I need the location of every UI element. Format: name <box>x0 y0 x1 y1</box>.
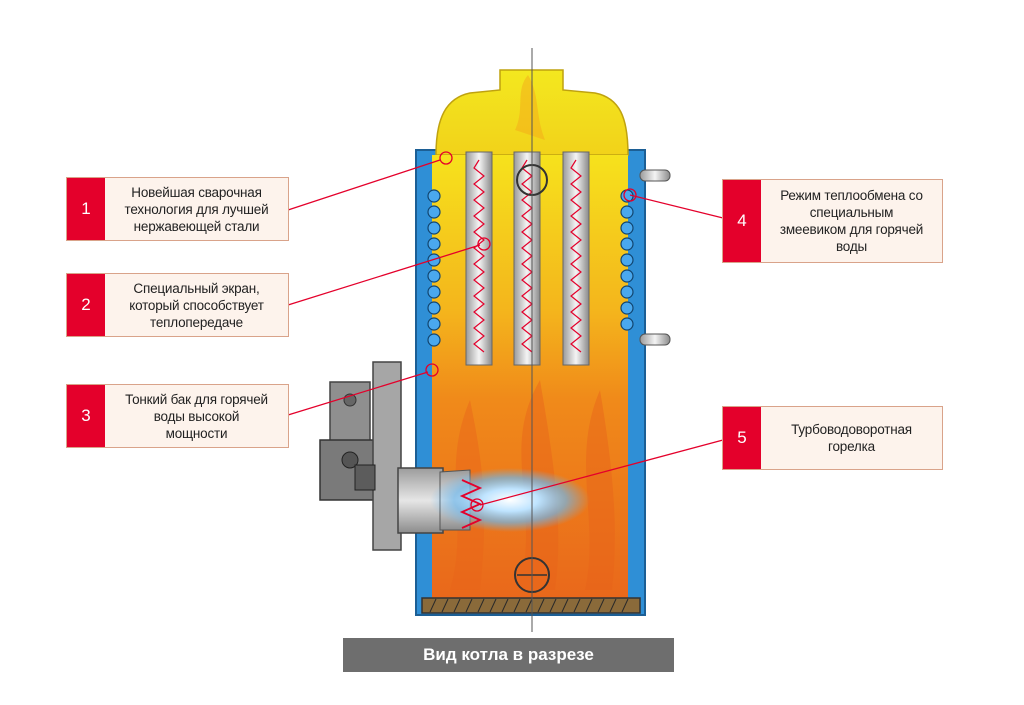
diagram-caption: Вид котла в разрезе <box>343 638 674 672</box>
fire-tubes <box>465 151 590 366</box>
callout-2: 2 Специальный экран, который способствуе… <box>66 273 289 337</box>
callout-4: 4 Режим теплообмена со специальным змеев… <box>722 179 943 263</box>
callout-text: Новейшая сварочная технология для лучшей… <box>124 184 269 234</box>
coil-right <box>620 189 634 331</box>
hot-water-outlet-pipe <box>639 169 671 182</box>
callout-text: Режим теплообмена со специальным змеевик… <box>779 188 924 254</box>
callout-3: 3 Тонкий бак для горячей воды высокой мо… <box>66 384 289 448</box>
base-hatching <box>429 598 629 613</box>
burner-flame <box>430 468 590 532</box>
cold-water-inlet-pipe <box>639 333 671 346</box>
callout-number: 1 <box>67 178 105 240</box>
callout-text: Турбоводоворотная горелка <box>791 422 912 454</box>
callout-text: Тонкий бак для горячей воды высокой мощн… <box>125 391 268 441</box>
boiler-base <box>421 597 641 614</box>
coil-left <box>427 189 441 347</box>
callout-number: 3 <box>67 385 105 447</box>
callout-1: 1 Новейшая сварочная технология для лучш… <box>66 177 289 241</box>
callout-5: 5 Турбоводоворотная горелка <box>722 406 943 470</box>
callout-number: 4 <box>723 180 761 262</box>
callout-text: Специальный экран, который способствует … <box>129 280 264 330</box>
burner-spiral <box>459 479 483 529</box>
leader-markers <box>425 151 637 512</box>
callout-number: 5 <box>723 407 761 469</box>
leader-lines <box>287 159 724 506</box>
callout-number: 2 <box>67 274 105 336</box>
